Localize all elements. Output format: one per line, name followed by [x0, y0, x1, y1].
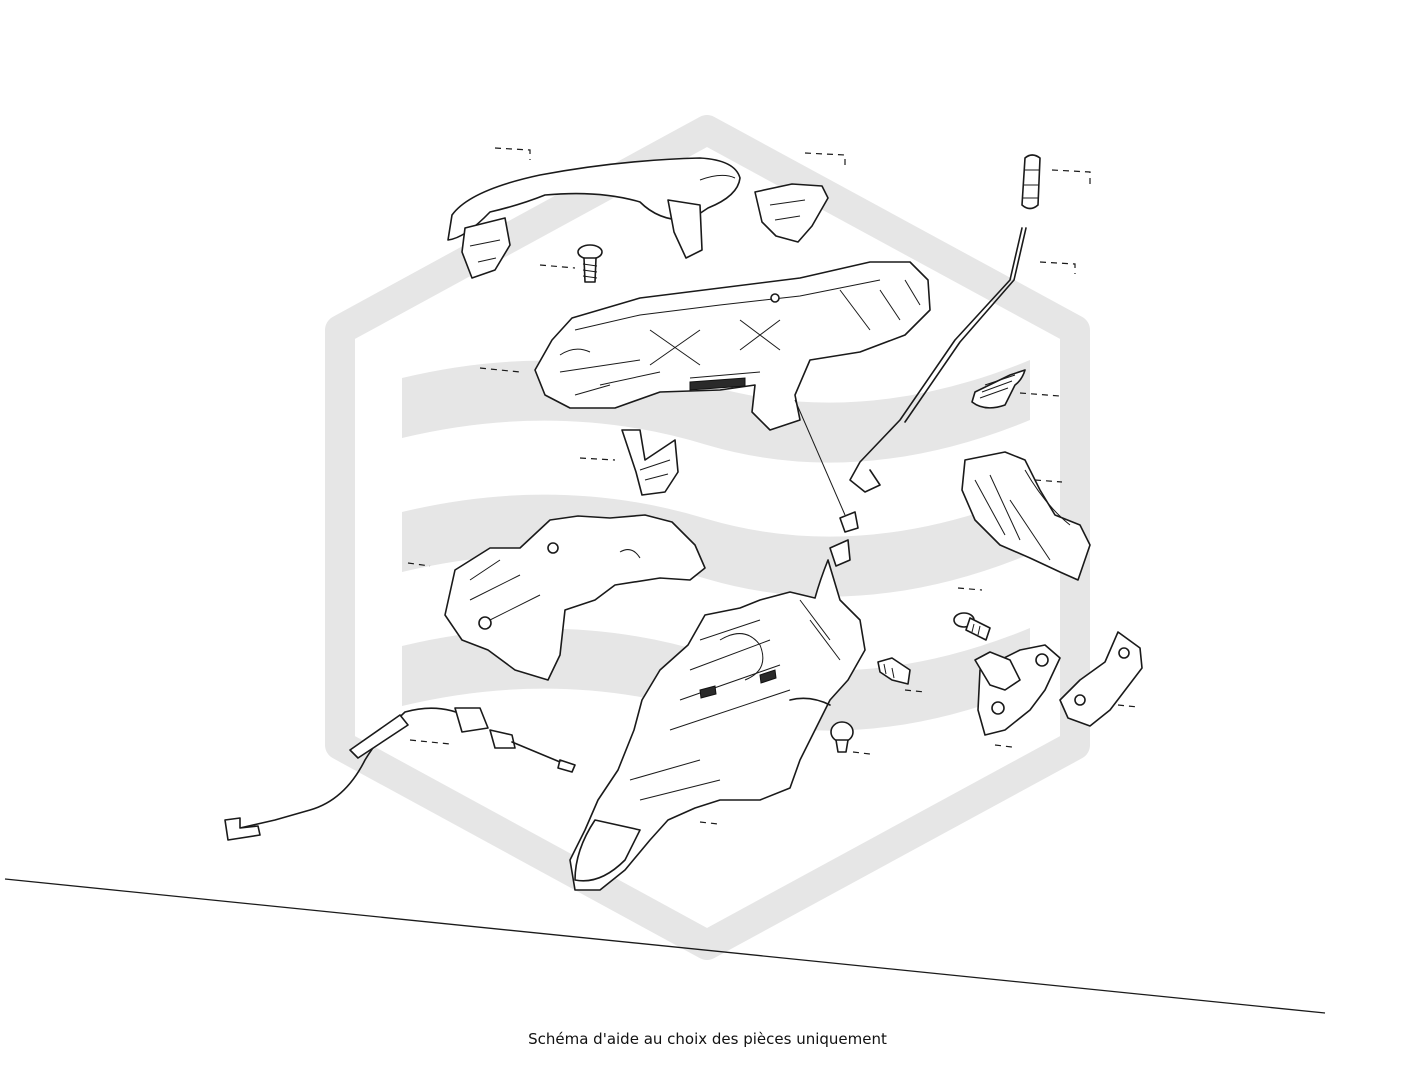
handle-end-cap[interactable]	[754, 183, 829, 243]
support-bracket-left[interactable]	[444, 514, 706, 681]
rubber-grommet[interactable]	[971, 369, 1026, 409]
reference-leaders	[407, 147, 1139, 825]
connecting-rod[interactable]	[849, 227, 1027, 493]
diagram-caption: Schéma d'aide au choix des pièces unique…	[528, 1030, 887, 1048]
release-cable[interactable]	[224, 707, 576, 841]
inner-link-wire	[794, 399, 846, 516]
outer-door-handle[interactable]	[447, 157, 741, 279]
watermark-logo-icon	[325, 115, 1090, 960]
door-lock-actuator[interactable]	[569, 559, 866, 891]
striker-shim-plate[interactable]	[1059, 631, 1143, 727]
countersunk-screw[interactable]	[953, 612, 991, 641]
hex-flange-screw[interactable]	[877, 657, 911, 685]
pan-head-screw[interactable]	[830, 721, 854, 753]
handle-carrier-bracket[interactable]	[534, 261, 931, 431]
support-bracket-right[interactable]	[961, 451, 1091, 581]
door-striker[interactable]	[974, 644, 1061, 736]
handle-screw[interactable]	[577, 244, 603, 283]
handle-clip[interactable]	[621, 429, 679, 496]
cable-end-fitting[interactable]	[829, 511, 859, 567]
lock-cylinder-rod[interactable]	[1021, 154, 1041, 210]
ground-line	[4, 878, 1326, 1014]
